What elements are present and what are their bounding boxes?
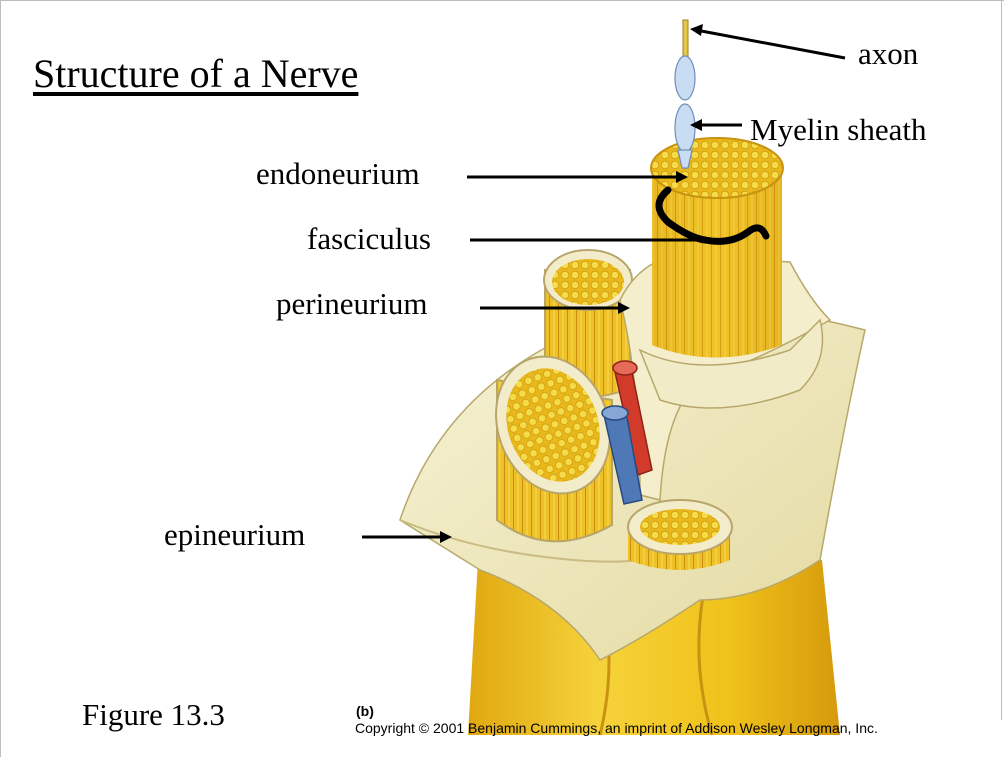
label-epineurium: epineurium bbox=[164, 517, 305, 553]
label-endoneurium: endoneurium bbox=[256, 156, 420, 192]
slide-title: Structure of a Nerve bbox=[33, 50, 358, 97]
label-perineurium: perineurium bbox=[276, 286, 428, 322]
figure-number: Figure 13.3 bbox=[82, 697, 225, 733]
fasciculus-bundle bbox=[651, 138, 783, 358]
label-axon: axon bbox=[858, 36, 918, 72]
label-fasciculus: fasciculus bbox=[307, 221, 431, 257]
pointer-axon bbox=[696, 30, 845, 58]
axon-with-myelin bbox=[675, 20, 695, 168]
panel-letter: (b) bbox=[356, 703, 374, 719]
fascicle-front-center bbox=[628, 500, 732, 570]
copyright-notice: Copyright © 2001 Benjamin Cummings, an i… bbox=[355, 720, 878, 736]
label-myelin-sheath: Myelin sheath bbox=[750, 112, 927, 148]
